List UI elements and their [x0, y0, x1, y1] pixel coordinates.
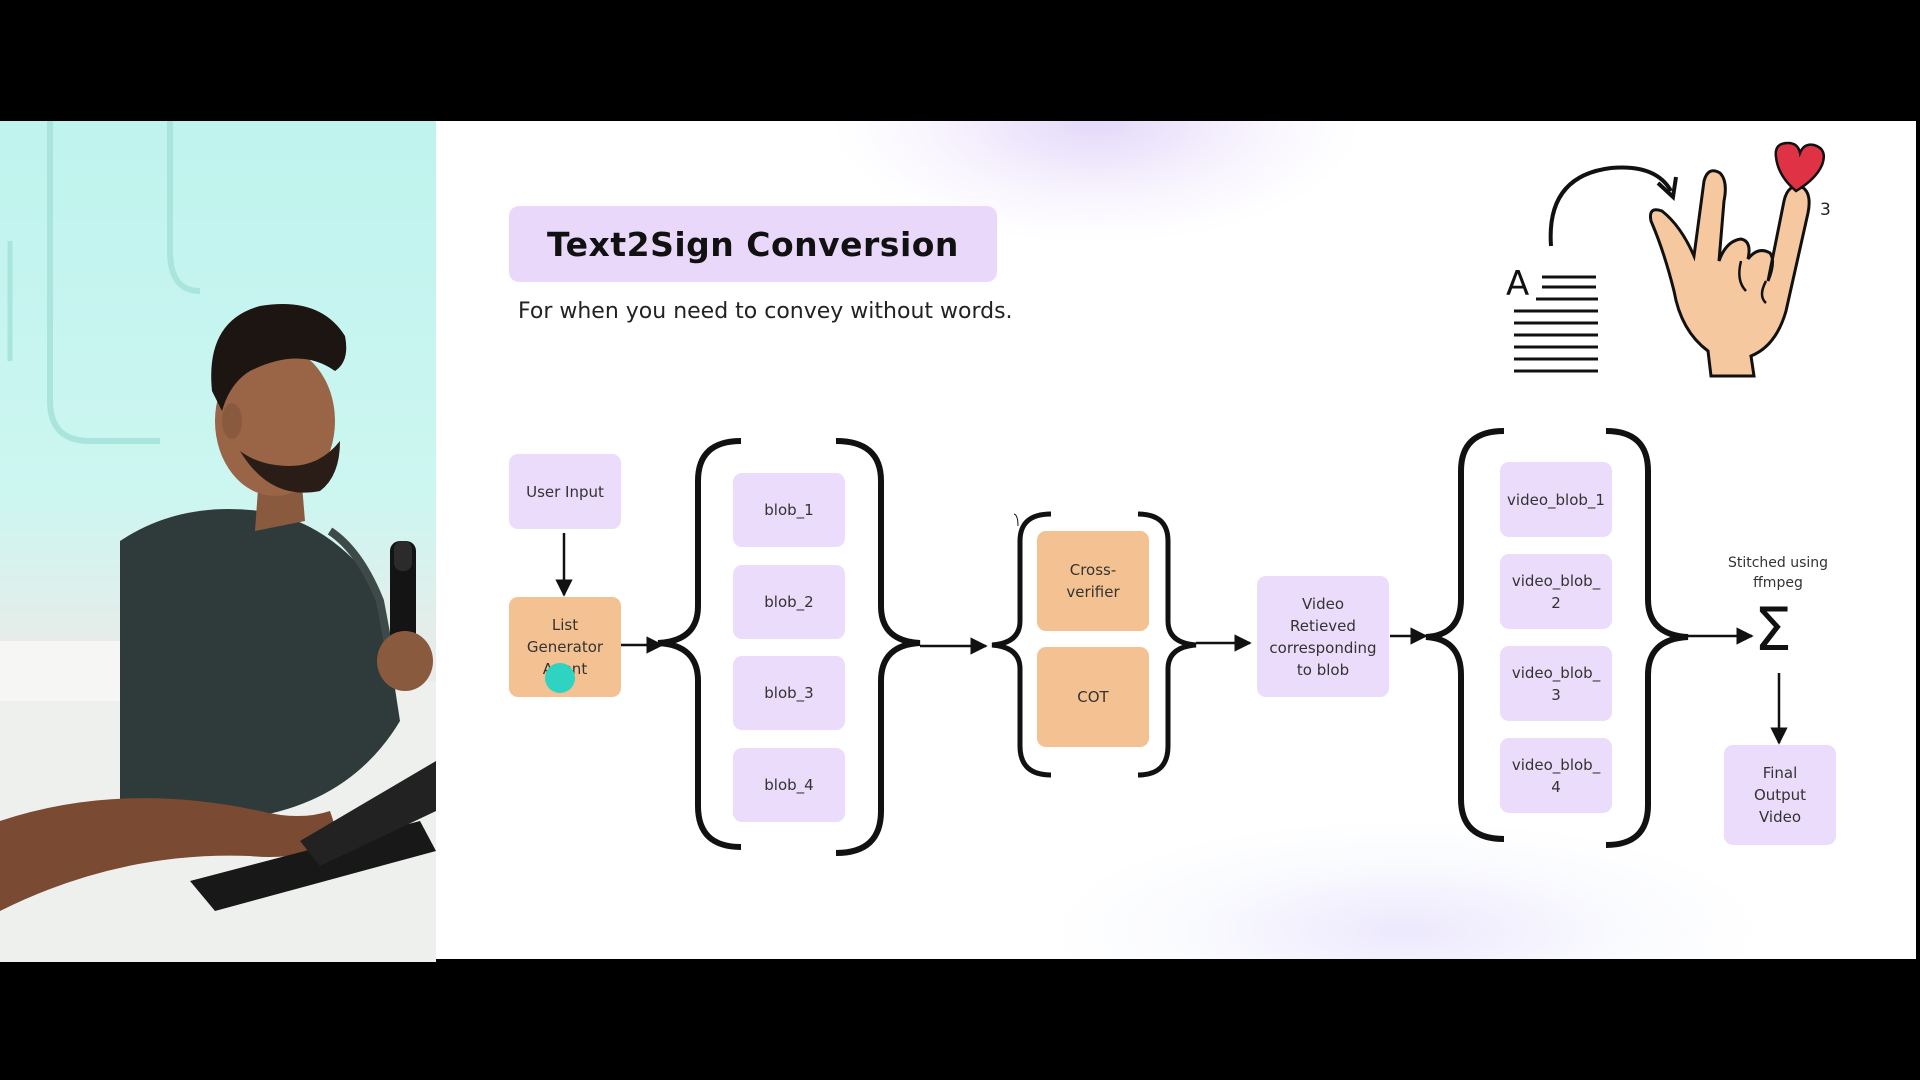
presenter-video	[0, 121, 436, 962]
user-input-node: User Input	[509, 454, 621, 529]
bracket-verifier-close	[1137, 511, 1197, 778]
slide-title: Text2Sign Conversion	[547, 224, 959, 264]
bracket-blobs-open	[657, 438, 742, 850]
video-blob-node-1: video_blob_1	[1500, 462, 1612, 537]
stitch-note: Stitched using ffmpeg	[1727, 555, 1829, 591]
blob-node-1: blob_1	[733, 473, 845, 547]
heart-icon	[1774, 141, 1825, 193]
slide-subtitle: For when you need to convey without word…	[518, 299, 1013, 324]
hero-illustration: A	[1506, 141, 1825, 378]
flow-diagram	[555, 428, 1788, 856]
blob-node-3: blob_3	[733, 656, 845, 730]
cursor-dot	[545, 663, 575, 693]
bracket-video-blobs-close	[1605, 428, 1689, 848]
video-blob-node-4: video_blob_ 4	[1500, 738, 1612, 813]
cross-verifier-node: Cross-verifier	[1037, 531, 1149, 631]
document-letter: A	[1506, 264, 1529, 304]
blob-node-4: blob_4	[733, 748, 845, 822]
sign-hand-icon	[1649, 169, 1811, 378]
slide-title-box: Text2Sign Conversion	[509, 206, 997, 282]
video-blob-node-2: video_blob_ 2	[1500, 554, 1612, 629]
curved-arrow-icon	[1548, 165, 1678, 247]
cot-node: COT	[1037, 647, 1149, 747]
bracket-video-blobs-open	[1425, 428, 1505, 842]
bracket-verifier-open	[991, 511, 1052, 778]
blob-node-2: blob_2	[733, 565, 845, 639]
sigma-symbol: Σ	[1754, 595, 1792, 665]
decorative-glow-bottom	[1056, 821, 1756, 959]
bracket-blobs-close	[835, 438, 921, 856]
document-text-icon: A	[1506, 264, 1598, 373]
final-output-node: Final Output Video	[1724, 745, 1836, 845]
slide: Text2Sign Conversion For when you need t…	[436, 121, 1916, 959]
page-number: 3	[1820, 200, 1831, 220]
video-retrieved-node: Video Retieved corresponding to blob	[1257, 576, 1389, 697]
video-blob-node-3: video_blob_ 3	[1500, 646, 1612, 721]
